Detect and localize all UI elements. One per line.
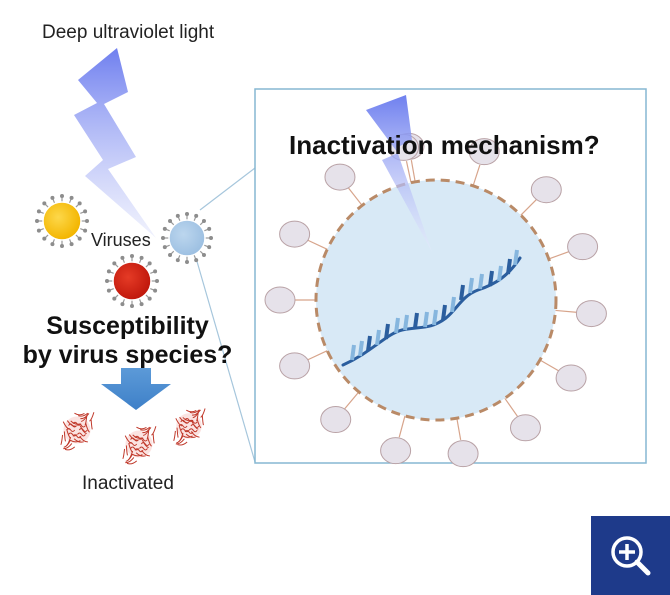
susceptibility-line-2: by virus species?: [22, 341, 233, 369]
inactivated-virus-3: [173, 408, 206, 446]
zoom-connector-top: [199, 167, 256, 211]
virus-blue: [161, 212, 213, 264]
virus-yellow: [35, 194, 89, 248]
susceptibility-line-1: Susceptibility: [46, 312, 209, 340]
uv-lightning-bolt: [74, 48, 156, 238]
rna-strand: [341, 249, 522, 367]
virus-red: [105, 254, 159, 308]
uv-lightning-bolt-panel: [366, 95, 432, 252]
inactivated-virus-1: [60, 412, 95, 451]
zoom-button[interactable]: [591, 516, 670, 595]
inactivated-virus-2: [122, 426, 157, 465]
zoom-connector-bottom: [195, 257, 256, 463]
mechanism-title: Inactivation mechanism?: [289, 130, 600, 160]
uv-light-label: Deep ultraviolet light: [42, 22, 215, 43]
zoom-in-icon: [611, 536, 651, 576]
down-arrow: [101, 368, 171, 410]
inactivated-label: Inactivated: [82, 473, 174, 494]
virus-spikes: [264, 132, 607, 468]
susceptibility-question: Susceptibility by virus species?: [0, 312, 255, 370]
viruses-label: Viruses: [91, 230, 151, 250]
virus-body-large: [314, 178, 558, 422]
